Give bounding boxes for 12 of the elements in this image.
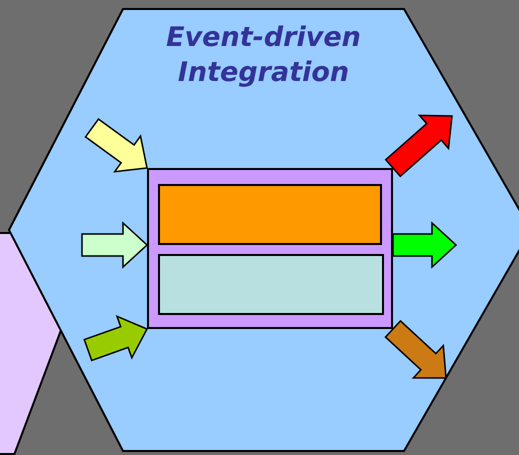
hexagon-shape (0, 232, 62, 455)
hexagon-shape (8, 8, 519, 452)
block-arrow (84, 118, 148, 173)
block-arrow (83, 314, 148, 362)
block-arrow (81, 221, 148, 269)
block-arrow (384, 114, 453, 178)
rectangle-box (147, 168, 393, 329)
rectangle-box (158, 184, 382, 245)
rectangle-box (158, 254, 384, 315)
block-arrow (392, 221, 458, 269)
block-arrow (384, 320, 447, 379)
node-title: Event-driven Integration (165, 21, 362, 90)
